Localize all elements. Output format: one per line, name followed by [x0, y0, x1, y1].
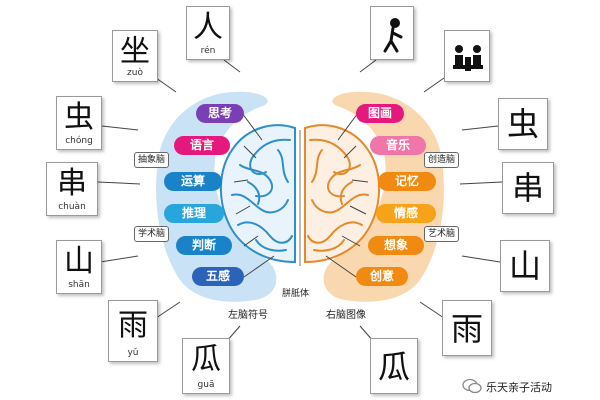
right-brain-caption: 右脑图像	[326, 310, 366, 321]
left-card-chuan: 串 chuàn	[46, 162, 98, 216]
card-pinyin: chóng	[65, 136, 93, 146]
left-card-shan: 山 shān	[56, 240, 102, 294]
card-character: 坐	[120, 34, 150, 69]
card-character: 人	[193, 10, 223, 45]
left-function-judgment: 判断	[176, 236, 232, 255]
card-character: 山	[64, 244, 94, 279]
right-function-emotion: 情感	[376, 204, 436, 223]
right-card-chuan: 串	[502, 162, 554, 214]
left-card-zuo: 坐 zuò	[112, 30, 158, 82]
person-pictogram-icon	[383, 18, 403, 53]
left-card-yu: 雨 yǔ	[108, 300, 158, 362]
right-function-imagination: 想象	[368, 236, 424, 255]
left-function-five-senses: 五感	[192, 267, 244, 286]
left-function-thinking: 思考	[196, 104, 244, 123]
sitting-figures-icon	[453, 45, 483, 71]
right-card-yu: 雨	[442, 300, 492, 356]
card-pinyin: rén	[200, 46, 216, 56]
card-pinyin: chuàn	[58, 202, 86, 212]
left-function-reasoning: 推理	[164, 204, 224, 223]
tag-academic-brain: 学术脑	[134, 226, 170, 242]
left-hemisphere	[219, 124, 296, 264]
card-pinyin: zuò	[127, 68, 143, 78]
right-card-chong: 虫	[498, 98, 548, 150]
right-function-music: 音乐	[370, 136, 426, 155]
left-brain-caption: 左脑符号	[228, 310, 268, 321]
left-function-calculation: 运算	[164, 172, 222, 191]
left-function-language: 语言	[174, 136, 230, 155]
right-card-sitting-pictogram	[444, 30, 490, 82]
card-pinyin: shān	[68, 280, 90, 290]
tag-art-brain: 艺术脑	[424, 226, 460, 242]
watermark-text: 乐天亲子活动	[486, 381, 552, 394]
card-pinyin: guā	[197, 380, 215, 390]
card-character: 瓜	[191, 342, 221, 377]
right-function-drawing: 图画	[356, 104, 404, 123]
tag-abstract-brain: 抽象脑	[134, 152, 170, 168]
card-character: 山	[508, 247, 541, 285]
card-character: 串	[511, 169, 544, 207]
card-character: 虫	[506, 105, 539, 143]
chat-bubble-icon	[462, 378, 482, 394]
left-card-ren: 人 rén	[186, 6, 230, 60]
card-character: 虫	[64, 100, 94, 135]
card-character: 串	[57, 166, 87, 201]
left-card-gua: 瓜 guā	[182, 338, 230, 394]
card-character: 雨	[450, 310, 483, 348]
card-character: 雨	[118, 308, 148, 343]
corpus-callosum-label: 胼胝体	[282, 289, 310, 299]
left-card-chong: 虫 chóng	[56, 96, 102, 150]
right-card-person-pictogram	[370, 6, 414, 60]
right-hemisphere	[304, 124, 381, 264]
right-function-memory: 记忆	[378, 172, 436, 191]
tag-creative-brain: 创造脑	[424, 152, 460, 168]
right-card-gua: 瓜	[370, 338, 418, 394]
right-function-creativity: 创意	[356, 267, 408, 286]
card-character: 瓜	[377, 348, 410, 386]
right-card-shan: 山	[500, 240, 550, 292]
card-pinyin: yǔ	[127, 348, 139, 358]
